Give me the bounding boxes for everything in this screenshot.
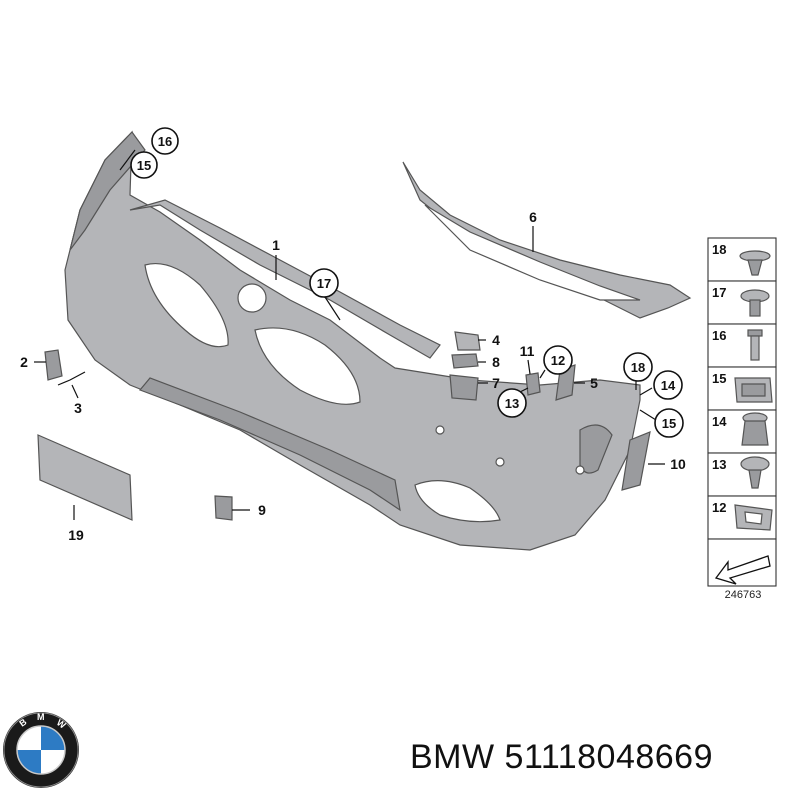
callout-16-circled: 16 [151, 127, 179, 155]
callout-12-circled: 12 [543, 345, 573, 375]
legend-label-14: 14 [712, 414, 727, 429]
fastener-17-icon [740, 289, 770, 317]
reference-number: 246763 [725, 589, 762, 601]
callout-11: 11 [520, 343, 535, 359]
svg-text:17: 17 [317, 276, 331, 291]
svg-text:M: M [37, 712, 45, 722]
callout-15-circled-right: 15 [654, 408, 684, 438]
holder-part-8 [451, 353, 479, 369]
bumper-cover [64, 130, 641, 551]
svg-text:18: 18 [631, 360, 645, 375]
fastener-14-icon [741, 412, 769, 446]
svg-text:15: 15 [137, 158, 151, 173]
legend-label-13: 13 [712, 457, 726, 472]
fastener-15-icon [734, 377, 773, 403]
wire-part-3 [57, 371, 86, 386]
svg-text:B: B [17, 716, 28, 728]
cap-part-4 [454, 331, 481, 351]
legend-label-15: 15 [712, 371, 726, 386]
callout-10: 10 [670, 456, 686, 472]
fastener-18-icon [739, 250, 771, 276]
svg-text:16: 16 [158, 134, 172, 149]
part-number: 51118048669 [504, 738, 714, 776]
bracket-part-9 [214, 495, 233, 521]
callout-14-circled: 14 [653, 370, 683, 400]
fastener-12-icon [734, 504, 773, 531]
svg-text:13: 13 [505, 396, 519, 411]
callout-1: 1 [272, 237, 280, 253]
direction-arrow-icon [714, 555, 771, 585]
svg-text:12: 12 [551, 353, 565, 368]
fastener-legend: 18 17 16 15 14 13 12 [707, 237, 777, 601]
callout-8: 8 [492, 354, 500, 370]
reflector-part-10 [621, 431, 651, 491]
callout-6: 6 [529, 209, 537, 225]
part-caption: BMW 51118048669 [410, 738, 713, 777]
callout-9: 9 [258, 502, 266, 518]
plate-part-19 [37, 434, 133, 521]
callout-15-circled-top: 15 [130, 151, 158, 179]
brand-name: BMW [410, 738, 495, 776]
legend-label-17: 17 [712, 285, 726, 300]
legend-label-16: 16 [712, 328, 726, 343]
bmw-logo: B M W [3, 712, 79, 788]
lower-grille-part-6 [402, 161, 692, 319]
svg-text:15: 15 [662, 416, 676, 431]
fastener-16-icon [747, 329, 763, 361]
callout-19: 19 [68, 527, 84, 543]
legend-label-18: 18 [712, 242, 726, 257]
callout-7: 7 [492, 375, 500, 391]
fastener-13-icon [740, 456, 770, 489]
holder-part-7 [449, 374, 479, 401]
callout-18-circled: 18 [623, 352, 653, 382]
svg-text:14: 14 [661, 378, 676, 393]
leader-lines [34, 149, 665, 520]
callout-17-circled: 17 [309, 268, 339, 298]
legend-label-12: 12 [712, 500, 726, 515]
callout-4: 4 [492, 332, 500, 348]
callout-3: 3 [74, 400, 82, 416]
callout-2: 2 [20, 354, 28, 370]
bracket-part-2 [44, 349, 63, 381]
clip-part-11 [525, 372, 541, 396]
callout-5: 5 [590, 375, 598, 391]
callout-13-circled: 13 [497, 388, 527, 418]
